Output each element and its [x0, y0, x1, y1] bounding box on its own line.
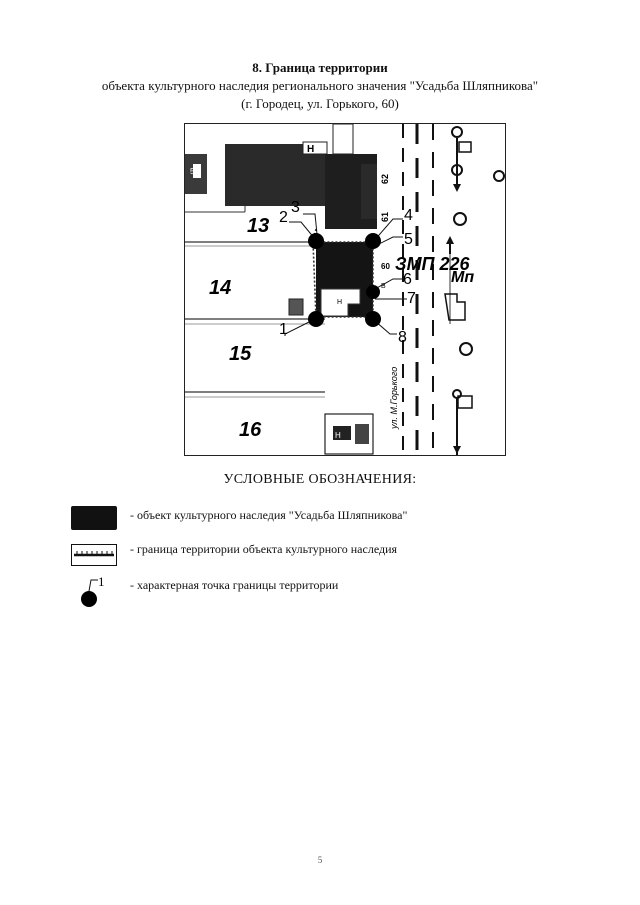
building-number-62: 62 — [380, 174, 390, 184]
leader-line — [374, 236, 403, 247]
legend-point-number: 1 — [98, 574, 105, 589]
legend-item-boundary-point: 1 - характерная точка границы территории — [0, 574, 640, 607]
black-rectangle-icon — [71, 506, 117, 530]
street-label: ул. М.Горького — [389, 367, 399, 430]
leader-line — [374, 278, 403, 290]
boundary-point-icon: 1 — [81, 574, 105, 607]
page-number: 5 — [317, 855, 323, 865]
house-letter: Н — [337, 299, 342, 306]
boundary-point-4 — [365, 233, 381, 249]
point-label-8: 8 — [398, 329, 407, 346]
sign-plate — [458, 141, 472, 153]
boundary-point-1 — [308, 311, 324, 327]
legend-label-heritage-object: - объект культурного наследия "Усадьба Ш… — [130, 508, 408, 522]
point-label-3: 3 — [291, 199, 300, 216]
point-label-6: 6 — [403, 271, 412, 288]
building-annex — [302, 141, 328, 155]
point-label-1: 1 — [279, 321, 288, 338]
legend-label-boundary-point: - характерная точка границы территории — [130, 578, 339, 592]
legend-title: УСЛОВНЫЕ ОБОЗНАЧЕНИЯ: — [223, 472, 417, 487]
outbuilding — [288, 298, 304, 316]
block-number-15: 15 — [229, 343, 252, 365]
sign-plate — [457, 395, 473, 409]
block-letter-bottom: Н — [335, 431, 341, 440]
leader-line — [372, 218, 403, 243]
sign-circle — [459, 342, 473, 356]
boundary-point-6 — [366, 285, 380, 299]
sign-circle — [452, 389, 462, 399]
point-label-7: 7 — [407, 290, 416, 307]
legend-item-heritage-object: - объект культурного наследия "Усадьба Ш… — [0, 502, 640, 532]
legend-item-territory-boundary: - граница территории объекта культурного… — [0, 540, 640, 570]
road-label: ЗМП 226 — [395, 254, 471, 274]
block-letter-top: Н — [307, 144, 314, 155]
building-window — [193, 164, 201, 178]
sign-circle — [453, 212, 467, 226]
boundary-point-2 — [308, 233, 324, 249]
block-number-14: 14 — [209, 277, 231, 299]
sign-label: В — [381, 283, 386, 290]
point-label-5: 5 — [404, 231, 413, 248]
building-number-61: 61 — [380, 212, 390, 222]
arrow-icon — [453, 184, 461, 192]
leader-line — [374, 320, 397, 335]
block-number-16: 16 — [239, 419, 262, 441]
building-block — [361, 164, 377, 219]
arrow-icon — [446, 236, 454, 244]
corner-label: 53 — [190, 167, 199, 176]
page-subtitle: объекта культурного наследия регионально… — [101, 78, 539, 93]
boundary-point-8 — [365, 311, 381, 327]
sign-circle — [493, 170, 505, 182]
building-bottom-dark — [355, 424, 369, 444]
boundary-map: Н 53 Н Н ЗМП 226 — [184, 123, 506, 456]
leader-line — [289, 221, 316, 240]
legend-label-territory-boundary: - граница территории объекта культурного… — [130, 542, 398, 556]
page-title: 8. Граница территории — [252, 60, 388, 75]
block-number-13: 13 — [247, 215, 269, 237]
map-drawing: Н 53 Н Н ЗМП 226 — [185, 124, 505, 455]
page-address: (г. Городец, ул. Горького, 60) — [241, 96, 399, 111]
sign-circle — [451, 126, 463, 138]
road-outline — [444, 293, 466, 321]
road-label-2: Мп — [451, 269, 474, 286]
building-bottom-dark — [333, 426, 351, 440]
leader-line — [303, 213, 318, 235]
building-small — [332, 124, 354, 155]
boundary-line-icon — [71, 544, 117, 566]
arrow-icon — [453, 446, 461, 454]
building-number-60: 60 — [381, 262, 390, 271]
sign-circle — [451, 164, 463, 176]
leader-line — [284, 318, 316, 336]
point-label-4: 4 — [404, 207, 413, 224]
point-label-2: 2 — [279, 209, 288, 226]
